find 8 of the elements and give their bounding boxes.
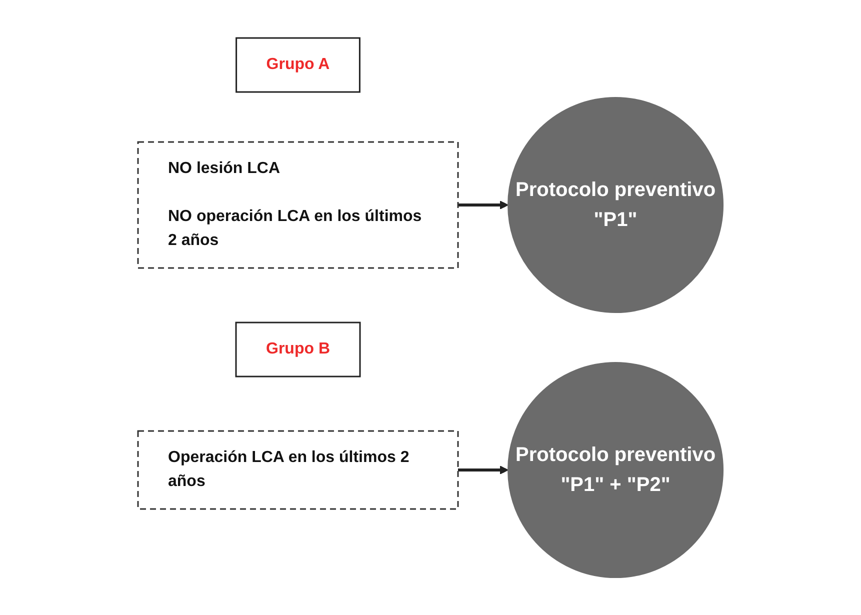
node-box: Grupo B <box>235 321 361 377</box>
arrow <box>458 200 508 210</box>
arrow <box>458 465 508 474</box>
node-circle: Protocolo preventivo "P1" <box>507 96 724 313</box>
node-box: Grupo A <box>236 36 360 92</box>
node-box: NO lesión LCA NO operación LCA en los últimos 2 años <box>137 140 459 268</box>
node-box: Operación LCA en los últimos 2 años <box>137 430 459 510</box>
node-circle: Protocolo preventivo "P1" + "P2" <box>507 362 724 578</box>
